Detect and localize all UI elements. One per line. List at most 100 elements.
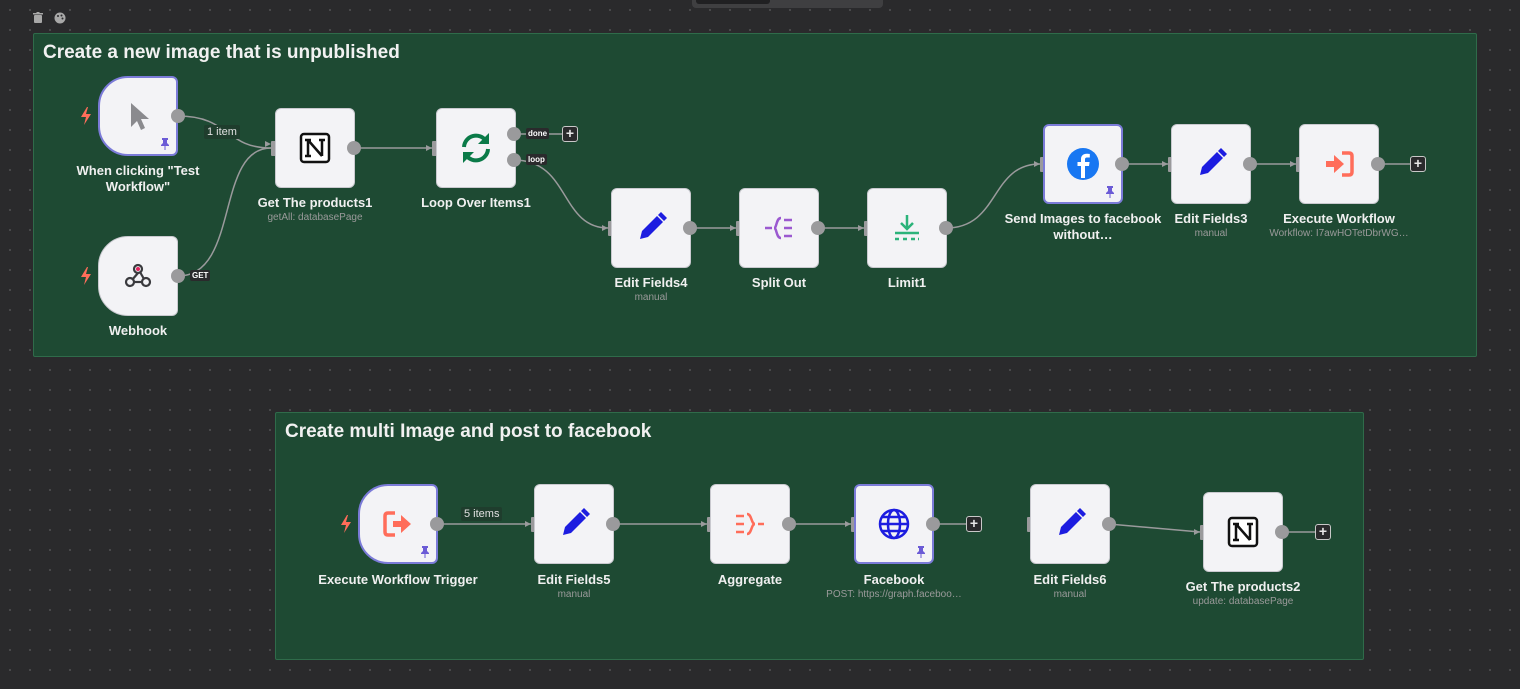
node-get-products1[interactable]	[275, 108, 355, 188]
node-label: Edit Fields6	[1033, 572, 1107, 587]
aggregate-icon	[736, 512, 764, 536]
node-label: Facebook	[863, 572, 925, 587]
pin-icon	[917, 546, 925, 558]
output-port[interactable]	[1371, 157, 1385, 171]
pin-icon	[421, 546, 429, 558]
edge-item-count: 1 item	[204, 125, 240, 139]
node-label: Execute Workflow Trigger	[318, 572, 478, 587]
node-label: Edit Fields5	[537, 572, 611, 587]
connection-limit-send	[945, 163, 1041, 229]
sticky-title: Create a new image that is unpublished	[43, 42, 400, 63]
node-subtitle: update: databasePage	[1192, 596, 1294, 607]
sticky-note-multi-image[interactable]: Create multi Image and post to facebook	[275, 412, 1364, 660]
notion-icon	[1227, 516, 1259, 548]
node-edit-fields6[interactable]	[1030, 484, 1110, 564]
add-node-button[interactable]: +	[1410, 156, 1426, 172]
node-label: Edit Fields3	[1174, 211, 1248, 226]
node-label: Send Images to facebook without…	[1004, 211, 1162, 242]
output-port[interactable]	[683, 221, 697, 235]
limit-icon	[895, 215, 919, 241]
node-subtitle: manual	[634, 292, 668, 303]
trash-icon[interactable]	[32, 12, 44, 24]
node-subtitle: Workflow: I7awHOTetDbrWG…	[1269, 228, 1409, 239]
port-tag-done: done	[526, 128, 550, 139]
output-port[interactable]	[347, 141, 361, 155]
connection-loop-edit4	[513, 159, 609, 229]
node-label: When clicking "Test Workflow"	[76, 163, 200, 194]
node-label: Get The products2	[1185, 579, 1301, 594]
node-get-products2[interactable]	[1203, 492, 1283, 572]
node-edit-fields4[interactable]	[611, 188, 691, 268]
facebook-icon	[1067, 148, 1099, 180]
trigger-bolt-icon	[81, 107, 91, 125]
node-label: Get The products1	[257, 195, 373, 210]
node-aggregate[interactable]	[710, 484, 790, 564]
output-port[interactable]	[1275, 525, 1289, 539]
node-execute-workflow-trigger[interactable]	[358, 484, 438, 564]
output-port[interactable]	[811, 221, 825, 235]
pin-icon	[161, 138, 169, 150]
node-label: Limit1	[887, 275, 927, 290]
node-execute-workflow[interactable]	[1299, 124, 1379, 204]
pencil-icon	[1200, 148, 1227, 175]
node-subtitle: POST: https://graph.faceboo…	[826, 589, 962, 600]
node-limit1[interactable]	[867, 188, 947, 268]
add-node-button[interactable]: +	[966, 516, 982, 532]
connection-edit6-get2	[1108, 523, 1201, 533]
execute-workflow-icon	[1326, 151, 1354, 177]
sticky-title: Create multi Image and post to facebook	[285, 421, 652, 442]
output-port[interactable]	[1102, 517, 1116, 531]
node-edit-fields3[interactable]	[1171, 124, 1251, 204]
loop-icon	[462, 133, 490, 163]
pencil-icon	[563, 508, 590, 535]
output-port[interactable]	[1243, 157, 1257, 171]
node-label: Webhook	[108, 323, 168, 338]
palette-icon[interactable]	[54, 12, 66, 24]
node-label: Edit Fields4	[614, 275, 688, 290]
add-node-button[interactable]: +	[1315, 524, 1331, 540]
cursor-icon	[131, 103, 149, 130]
pin-icon	[1106, 186, 1114, 198]
method-tag: GET	[190, 270, 211, 281]
add-node-button[interactable]: +	[562, 126, 578, 142]
top-toolbar	[692, 0, 883, 8]
node-manual-trigger[interactable]	[98, 76, 178, 156]
split-out-icon	[765, 216, 792, 240]
node-label: Split Out	[751, 275, 807, 290]
webhook-icon	[124, 263, 152, 288]
output-port[interactable]	[939, 221, 953, 235]
node-edit-fields5[interactable]	[534, 484, 614, 564]
notion-icon	[299, 132, 331, 164]
input-port[interactable]	[432, 141, 439, 156]
input-port[interactable]	[271, 141, 278, 156]
node-subtitle: manual	[557, 589, 591, 600]
output-port[interactable]	[171, 269, 185, 283]
node-facebook-http[interactable]	[854, 484, 934, 564]
node-webhook[interactable]	[98, 236, 178, 316]
output-port[interactable]	[782, 517, 796, 531]
node-label: Aggregate	[717, 572, 783, 587]
node-loop-over-items[interactable]	[436, 108, 516, 188]
node-subtitle: manual	[1053, 589, 1087, 600]
execute-trigger-icon	[383, 511, 411, 537]
pencil-icon	[640, 212, 667, 239]
node-subtitle: manual	[1194, 228, 1228, 239]
output-port[interactable]	[926, 517, 940, 531]
trigger-bolt-icon	[341, 515, 351, 533]
trigger-bolt-icon	[81, 267, 91, 285]
node-subtitle: getAll: databasePage	[267, 212, 363, 223]
output-port-loop[interactable]	[507, 153, 521, 167]
edge-item-count: 5 items	[461, 507, 503, 521]
output-port[interactable]	[430, 517, 444, 531]
output-port[interactable]	[1115, 157, 1129, 171]
node-label: Execute Workflow	[1283, 211, 1395, 226]
pencil-icon	[1059, 508, 1086, 535]
top-toolbar-tab[interactable]	[696, 0, 770, 4]
port-tag-loop: loop	[526, 154, 547, 165]
node-split-out[interactable]	[739, 188, 819, 268]
output-port[interactable]	[606, 517, 620, 531]
node-send-images-facebook[interactable]	[1043, 124, 1123, 204]
output-port[interactable]	[171, 109, 185, 123]
globe-icon	[878, 508, 910, 540]
output-port-done[interactable]	[507, 127, 521, 141]
